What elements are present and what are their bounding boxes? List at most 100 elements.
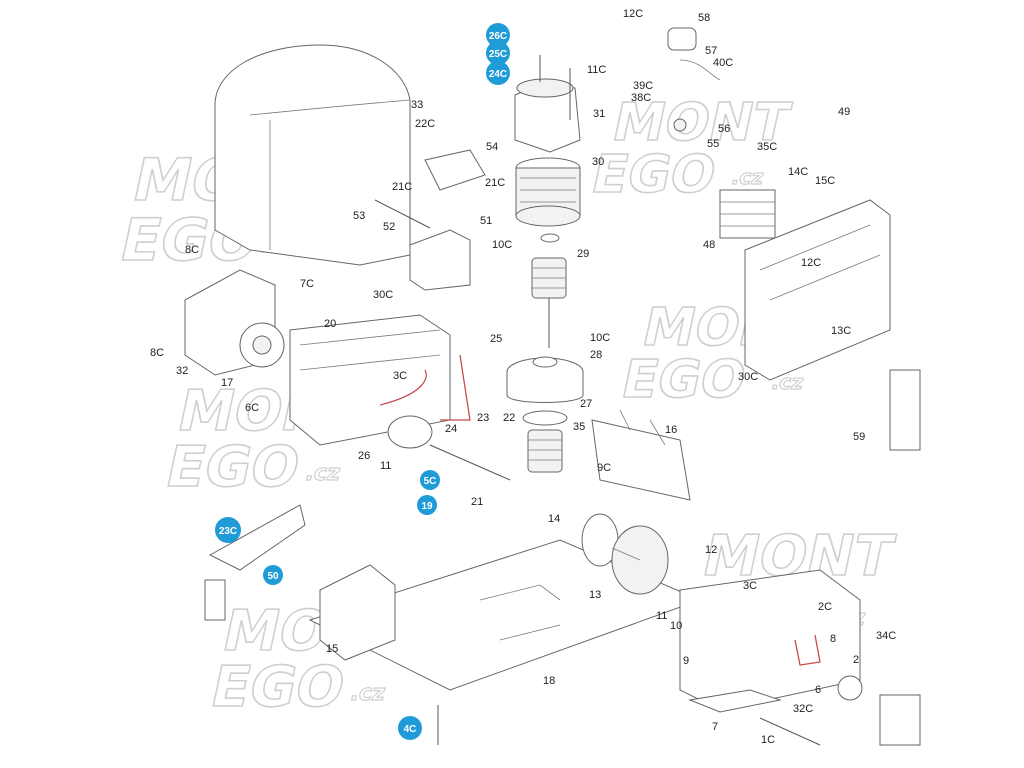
label-22C: 22C <box>415 118 435 130</box>
gearbox-7 <box>679 569 863 746</box>
badge-4C[interactable]: 4C <box>398 716 422 740</box>
label-21: 21 <box>471 496 483 508</box>
gear-assembly-14 <box>581 513 669 595</box>
transformer-48 <box>719 189 776 239</box>
label-1C: 1C <box>761 734 775 746</box>
label-7C: 7C <box>300 278 314 290</box>
watermark-cz: .cz <box>348 680 388 706</box>
label-22: 22 <box>503 412 515 424</box>
label-55: 55 <box>707 138 719 150</box>
bracket-15 <box>319 564 396 661</box>
label-10C-b: 10C <box>590 332 610 344</box>
watermark-ego: EGO <box>586 145 721 205</box>
watermark-ego: EGO <box>616 350 751 410</box>
label-48: 48 <box>703 239 715 251</box>
label-35: 35 <box>573 421 585 433</box>
watermark-cz: .cz <box>730 165 766 189</box>
label-52: 52 <box>383 221 395 233</box>
label-25: 25 <box>490 333 502 345</box>
label-12C-right: 12C <box>801 257 821 269</box>
badge-25C[interactable]: 25C <box>486 41 510 65</box>
bracket-54 <box>374 149 486 291</box>
badge-4C-label: 4C <box>404 724 417 735</box>
badge-26C[interactable]: 26C <box>486 23 510 47</box>
label-32: 32 <box>176 365 188 377</box>
label-16: 16 <box>665 424 677 436</box>
label-8C-a: 8C <box>185 244 199 256</box>
lever-50 <box>204 504 306 621</box>
watermark-ego: EGO <box>160 435 306 500</box>
badge-23C[interactable]: 23C <box>215 517 241 543</box>
label-29: 29 <box>577 248 589 260</box>
label-3C-b: 3C <box>743 580 757 592</box>
label-30C-a: 30C <box>373 289 393 301</box>
badge-26C-label: 26C <box>489 31 507 42</box>
label-23: 23 <box>477 412 489 424</box>
label-14: 14 <box>548 513 560 525</box>
label-57: 57 <box>705 45 717 57</box>
badge-24C[interactable]: 24C <box>486 61 510 85</box>
label-11C: 11C <box>587 64 606 76</box>
label-9C: 9C <box>597 462 611 474</box>
label-28: 28 <box>590 349 602 361</box>
label-21C-a: 21C <box>392 181 412 193</box>
label-20: 20 <box>324 318 336 330</box>
control-board-49 <box>744 199 891 381</box>
badge-50[interactable]: 50 <box>263 565 283 585</box>
label-56: 56 <box>718 123 730 135</box>
label-30: 30 <box>592 156 604 168</box>
label-12C-top: 12C <box>623 8 643 20</box>
label-6: 6 <box>815 684 821 696</box>
label-59: 59 <box>853 431 865 443</box>
watermark-ego: EGO <box>205 655 351 720</box>
badges: 26C 25C 24C 5C 19 23C 50 4C <box>215 23 510 740</box>
label-26: 26 <box>358 450 370 462</box>
label-58: 58 <box>698 12 710 24</box>
label-33: 33 <box>411 99 423 111</box>
part-34C <box>879 694 921 746</box>
gear-wheel-28 <box>506 356 584 426</box>
badge-50-label: 50 <box>267 571 279 582</box>
label-7: 7 <box>712 721 718 733</box>
badge-19[interactable]: 19 <box>417 495 437 515</box>
badge-23C-label: 23C <box>219 526 237 537</box>
label-27: 27 <box>580 398 592 410</box>
label-18: 18 <box>543 675 555 687</box>
label-31: 31 <box>593 108 605 120</box>
badge-19-label: 19 <box>421 501 433 512</box>
cover-33 <box>214 44 411 266</box>
label-14C: 14C <box>788 166 808 178</box>
label-6C: 6C <box>245 402 259 414</box>
label-2: 2 <box>853 654 859 666</box>
label-32C: 32C <box>793 703 813 715</box>
badge-5C-label: 5C <box>424 476 437 487</box>
label-38C: 38C <box>631 92 651 104</box>
worm-shaft-29 <box>531 233 567 348</box>
label-24: 24 <box>445 423 457 435</box>
label-21C-b: 21C <box>485 177 505 189</box>
label-49: 49 <box>838 106 850 118</box>
label-8C-b: 8C <box>150 347 164 359</box>
bracket-16 <box>591 409 691 501</box>
label-9: 9 <box>683 655 689 667</box>
badge-5C[interactable]: 5C <box>420 470 440 490</box>
label-13C: 13C <box>831 325 851 337</box>
label-11-a: 11 <box>380 460 391 472</box>
label-39C: 39C <box>633 80 653 92</box>
watermark-cz: .cz <box>303 460 343 486</box>
board-59 <box>889 369 921 451</box>
gearbox-20 <box>289 314 511 481</box>
label-35C: 35C <box>757 141 777 153</box>
label-11-b: 11 <box>656 610 667 622</box>
label-12: 12 <box>705 544 717 556</box>
badge-24C-label: 24C <box>489 69 507 80</box>
label-8: 8 <box>830 633 836 645</box>
label-15C: 15C <box>815 175 835 187</box>
label-10C-a: 10C <box>492 239 512 251</box>
label-34C: 34C <box>876 630 896 642</box>
label-13: 13 <box>589 589 601 601</box>
label-53: 53 <box>353 210 365 222</box>
label-30C-b: 30C <box>738 371 758 383</box>
label-10: 10 <box>670 620 682 632</box>
